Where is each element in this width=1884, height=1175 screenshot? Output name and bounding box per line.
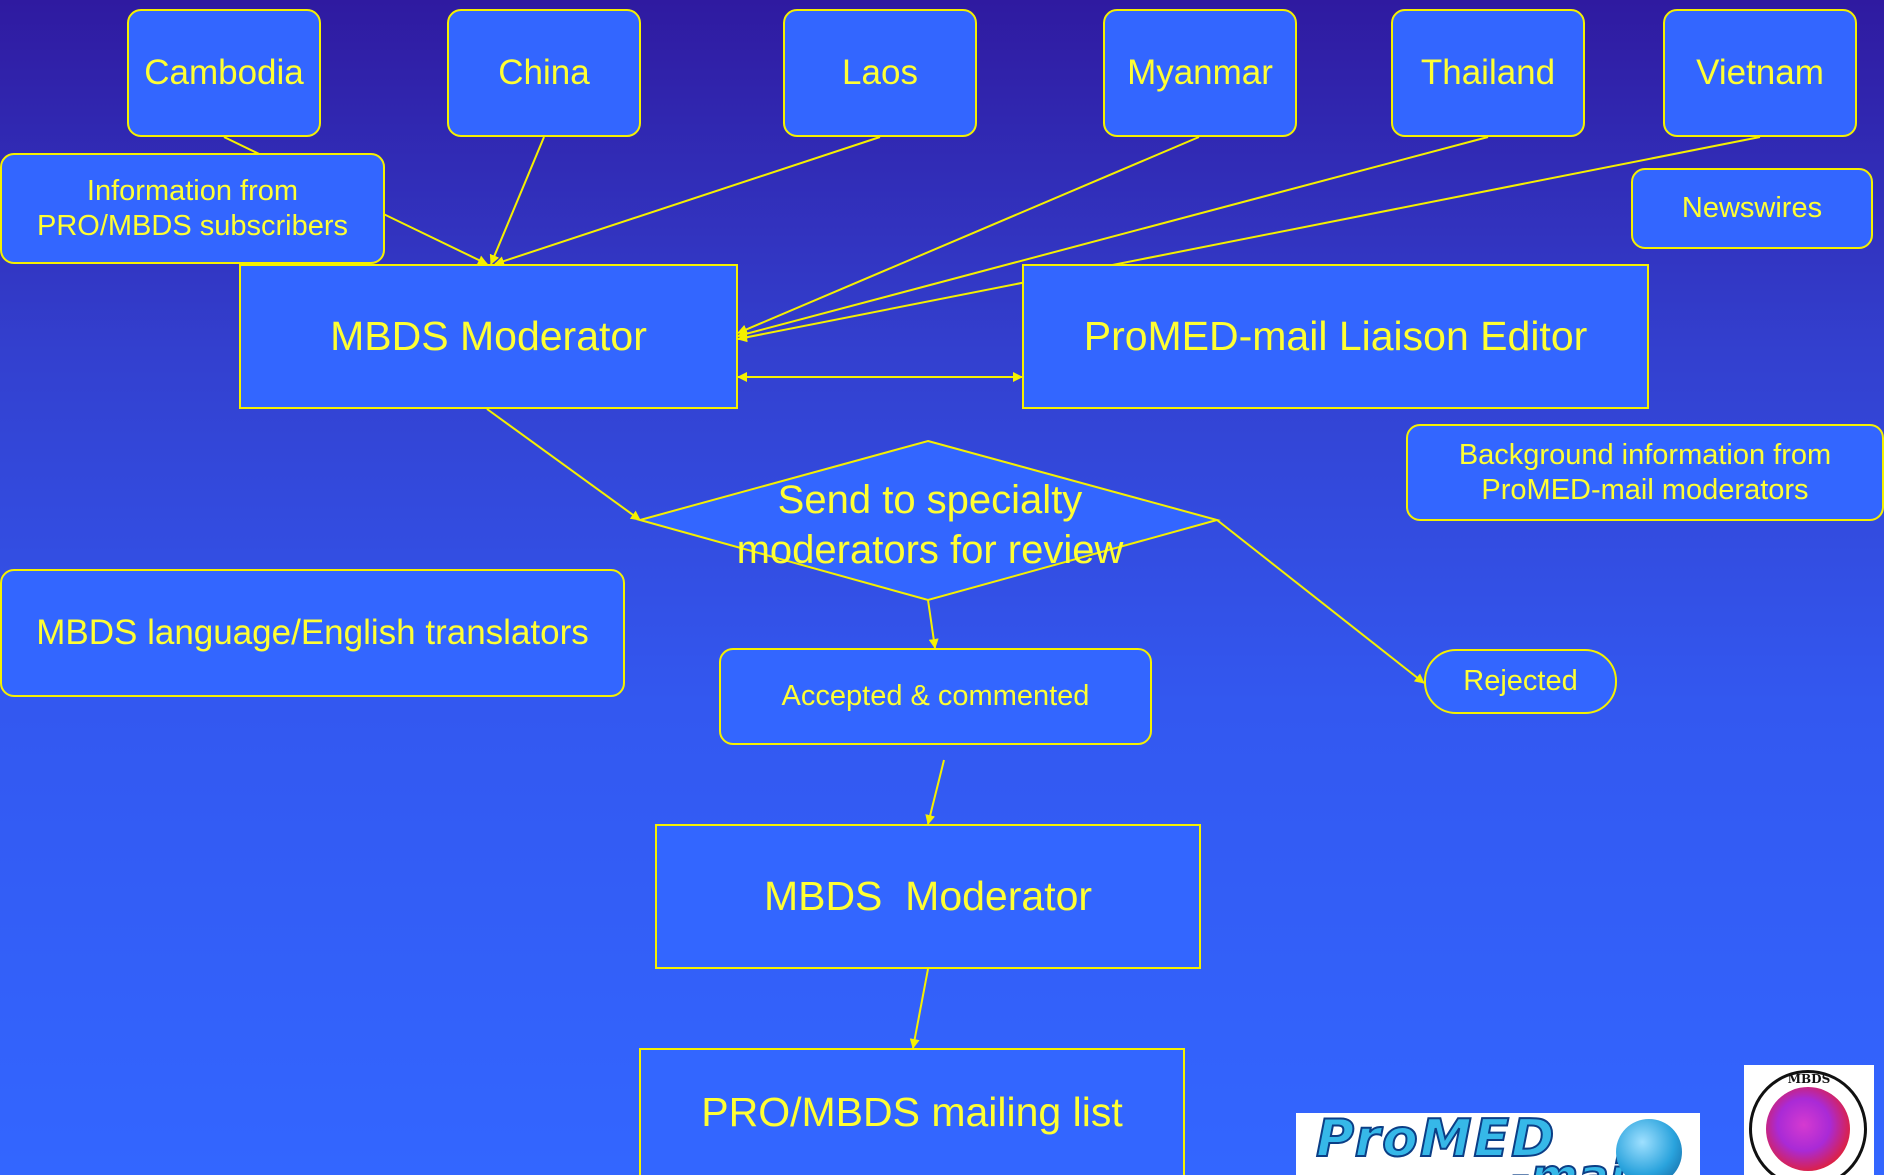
edge-moderator-to-decision — [486, 408, 641, 521]
mbds-moderator-top: MBDS Moderator — [239, 264, 738, 409]
edge-thailand-to-moderator — [737, 136, 1489, 339]
country-box-myanmar: Myanmar — [1103, 9, 1297, 137]
rejected-box: Rejected — [1424, 649, 1617, 714]
liaison-editor-box: ProMED-mail Liaison Editor — [1022, 264, 1649, 409]
edge-vietnam-to-moderator — [737, 136, 1761, 343]
background-info-box: Background information from ProMED-mail … — [1406, 424, 1884, 521]
decision-diamond — [636, 439, 1221, 602]
mbds-seal-text: MBDS — [1787, 1072, 1831, 1086]
decision-label: Send to specialty moderators for review — [736, 478, 1124, 572]
info-subscribers-box: Information from PRO/MBDS subscribers — [0, 153, 385, 264]
country-box-china: China — [447, 9, 641, 137]
mailing-list-box: PRO/MBDS mailing list — [639, 1048, 1185, 1175]
accepted-box: Accepted & commented — [719, 648, 1152, 745]
edge-myanmar-to-moderator — [737, 136, 1200, 335]
promed-mail-logo: ProMED -mail — [1296, 1113, 1700, 1175]
mbds-seal-logo: MBDS — [1744, 1065, 1874, 1175]
edge-china-to-moderator — [489, 136, 545, 265]
translators-box: MBDS language/English translators — [0, 569, 625, 697]
country-box-vietnam: Vietnam — [1663, 9, 1857, 137]
globe-icon — [1616, 1119, 1682, 1175]
mbds-moderator-bottom: MBDS Moderator — [655, 824, 1201, 969]
country-box-thailand: Thailand — [1391, 9, 1585, 137]
edge-accepted-to-moderator — [925, 759, 945, 825]
country-box-laos: Laos — [783, 9, 977, 137]
edge-laos-to-moderator — [494, 136, 881, 266]
promed-wordmark: ProMED — [1315, 1113, 1557, 1170]
edge-moderator-to-mailing-list — [909, 968, 929, 1049]
edge-decision-to-rejected — [1216, 519, 1425, 684]
country-box-cambodia: Cambodia — [127, 9, 321, 137]
edge-decision-to-accepted — [927, 599, 939, 649]
newswires-box: Newswires — [1631, 168, 1873, 249]
map-emblem-icon — [1766, 1087, 1850, 1171]
